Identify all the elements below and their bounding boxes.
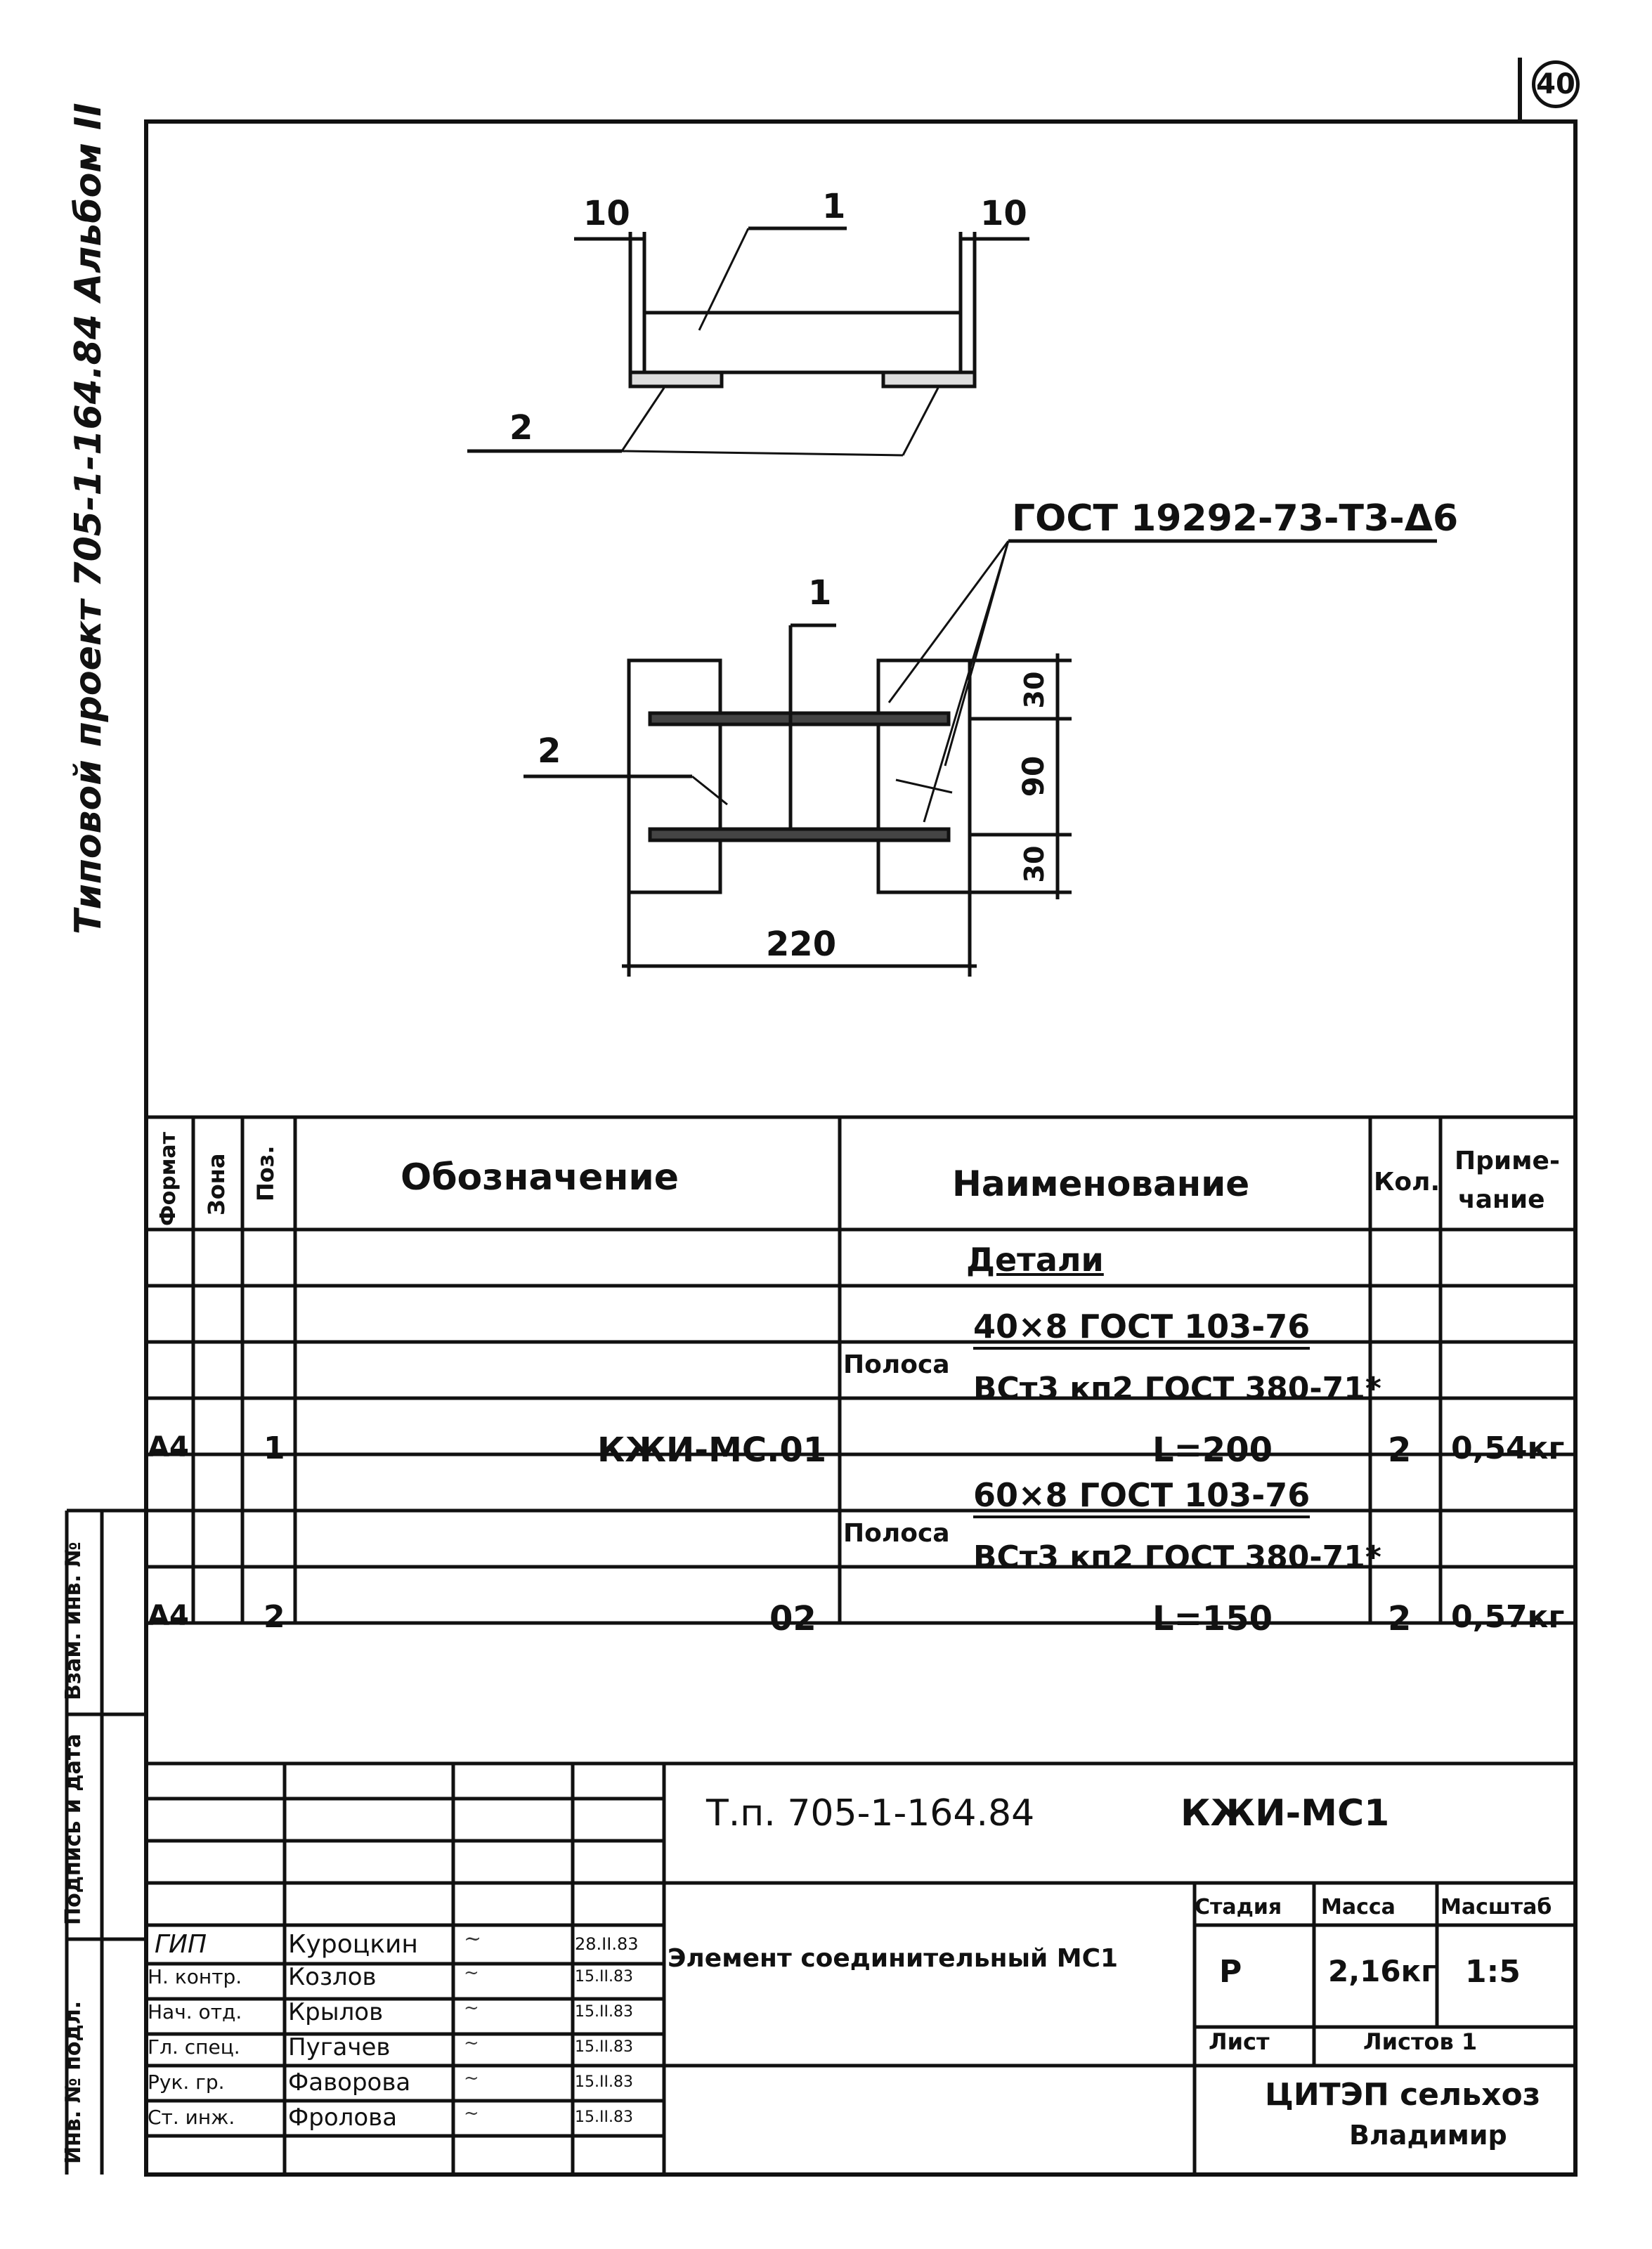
row-2-pos: 2: [264, 1599, 285, 1635]
material-1-prefix: Полоса: [843, 1350, 950, 1379]
material-2-prefix: Полоса: [843, 1519, 950, 1548]
dim-30-bottom: 30: [1019, 846, 1050, 883]
plan-view-plate-1-top: [648, 711, 951, 726]
tb-person-role: Гл. спец.: [148, 2035, 240, 2059]
left-strip-vzam-inv: Взам. инв. №: [61, 1541, 86, 1700]
row-1-pos: 1: [264, 1430, 285, 1466]
row-1-name: L=200: [1152, 1430, 1273, 1470]
drawing-frame: [144, 119, 1578, 2177]
dim-90: 90: [1016, 756, 1051, 797]
row-1-designation: КЖИ-МС.01: [597, 1430, 827, 1470]
tb-mark: КЖИ-МС1: [1181, 1792, 1390, 1834]
tb-element-name: Элемент соединительный МС1: [668, 1944, 1119, 1973]
row-2-note: 0,57кг: [1451, 1599, 1565, 1635]
tb-stage: Р: [1219, 1954, 1242, 1990]
top-view-plate-2-right: [881, 370, 977, 389]
tb-person-name: Крылов: [288, 1998, 384, 2026]
tb-person-name: Фролова: [288, 2104, 398, 2132]
tb-org-line2: Владимир: [1349, 2120, 1507, 2151]
tb-person-date: 15.II.83: [575, 1968, 633, 1986]
dim-220: 220: [766, 925, 836, 964]
page-number-box: 40: [1518, 58, 1585, 119]
tb-person-role: Н. контр.: [148, 1965, 242, 1988]
top-view-plate-2-left: [628, 370, 724, 389]
tb-mass-label: Масса: [1321, 1895, 1396, 1919]
row-2-qty: 2: [1388, 1599, 1412, 1638]
header-qty: Кол.: [1374, 1168, 1440, 1197]
tb-scale: 1:5: [1465, 1954, 1521, 1990]
plan-view-pos-1: 1: [808, 573, 831, 613]
material-1-top: 40×8 ГОСТ 103-76: [973, 1310, 1310, 1350]
spec-table-lines: [144, 1115, 1578, 1625]
header-note-2: чание: [1458, 1185, 1545, 1214]
tb-person-signature: ~: [464, 1927, 482, 1951]
tb-person-role: Нач. отд.: [148, 2000, 242, 2023]
tb-person-role: ГИП: [155, 1930, 207, 1959]
row-1-note: 0,54кг: [1451, 1430, 1565, 1466]
tb-person-date: 15.II.83: [575, 2108, 633, 2126]
weld-note: ГОСТ 19292-73-Т3-Δ6: [1012, 497, 1458, 540]
tb-person-signature: ~: [464, 2068, 479, 2089]
tb-person-date: 28.II.83: [575, 1934, 639, 1954]
tb-person-name: Фаворова: [288, 2068, 411, 2097]
material-2-bottom: ВСт3 кп2 ГОСТ 380-71*: [973, 1539, 1381, 1575]
header-designation: Обозначение: [401, 1156, 679, 1199]
tb-sheet-label: Лист: [1209, 2028, 1270, 2055]
header-name: Наименование: [952, 1163, 1250, 1204]
plan-view-plate-2-right: [876, 658, 972, 894]
plan-view-pos-2: 2: [538, 731, 561, 771]
top-view-pos-2: 2: [509, 408, 533, 448]
plan-view-plate-1-bottom: [648, 827, 951, 842]
dim-30-top: 30: [1019, 672, 1050, 709]
header-zone: Зона: [203, 1153, 230, 1215]
left-strip-lines: [65, 1508, 144, 2175]
tb-person-signature: ~: [464, 1997, 479, 2019]
material-2-top: 60×8 ГОСТ 103-76: [973, 1479, 1310, 1518]
tb-person-name: Куроцкин: [288, 1930, 418, 1959]
tb-person-signature: ~: [464, 1962, 479, 1983]
tb-person-role: Рук. гр.: [148, 2071, 225, 2094]
header-pos: Поз.: [252, 1145, 279, 1201]
tb-person-signature: ~: [464, 2103, 479, 2124]
tb-stage-label: Стадия: [1195, 1895, 1282, 1919]
row-1-format: А4: [148, 1431, 189, 1464]
side-title: Типовой проект 705-1-164.84 Альбом II: [67, 103, 110, 934]
page-number-circle: 40: [1532, 60, 1580, 108]
left-strip-inv-podl: Инв. № подл.: [61, 2000, 86, 2164]
dim-left-10: 10: [583, 194, 630, 233]
page-number: 40: [1536, 68, 1575, 100]
header-note-1: Приме-: [1455, 1147, 1560, 1175]
tb-person-name: Козлов: [288, 1963, 377, 1991]
top-view-pos-1: 1: [822, 187, 845, 226]
material-1-bottom: ВСт3 кп2 ГОСТ 380-71*: [973, 1371, 1381, 1407]
left-strip-podpis-data: Подпись и дата: [61, 1733, 86, 1925]
dim-right-10: 10: [980, 194, 1027, 233]
row-2-designation: 02: [769, 1599, 817, 1638]
row-2-name: L=150: [1152, 1599, 1273, 1638]
tb-code: Т.п. 705-1-164.84: [706, 1792, 1035, 1834]
tb-person-signature: ~: [464, 2033, 479, 2054]
row-2-format: А4: [148, 1600, 189, 1632]
header-format: Формат: [156, 1132, 181, 1226]
section-details: Детали: [966, 1241, 1104, 1279]
tb-sheets-label: Листов 1: [1363, 2028, 1478, 2055]
tb-org-line1: ЦИТЭП сельхоз: [1265, 2077, 1541, 2113]
tb-scale-label: Масштаб: [1440, 1895, 1552, 1919]
tb-person-date: 15.II.83: [575, 2073, 633, 2091]
drawing-area: 10 10 1 2 ГОСТ 19292-73-Т3-Δ6 1 2 30 90 …: [467, 187, 1458, 977]
title-block-lines: [144, 1761, 1578, 2175]
tb-person-name: Пугачев: [288, 2033, 391, 2061]
top-view-plate-1: [642, 311, 963, 374]
tb-person-date: 15.II.83: [575, 2038, 633, 2056]
row-1-qty: 2: [1388, 1430, 1412, 1470]
tb-mass: 2,16кг: [1328, 1954, 1437, 1988]
tb-person-date: 15.II.83: [575, 2003, 633, 2021]
tb-person-role: Ст. инж.: [148, 2106, 235, 2129]
